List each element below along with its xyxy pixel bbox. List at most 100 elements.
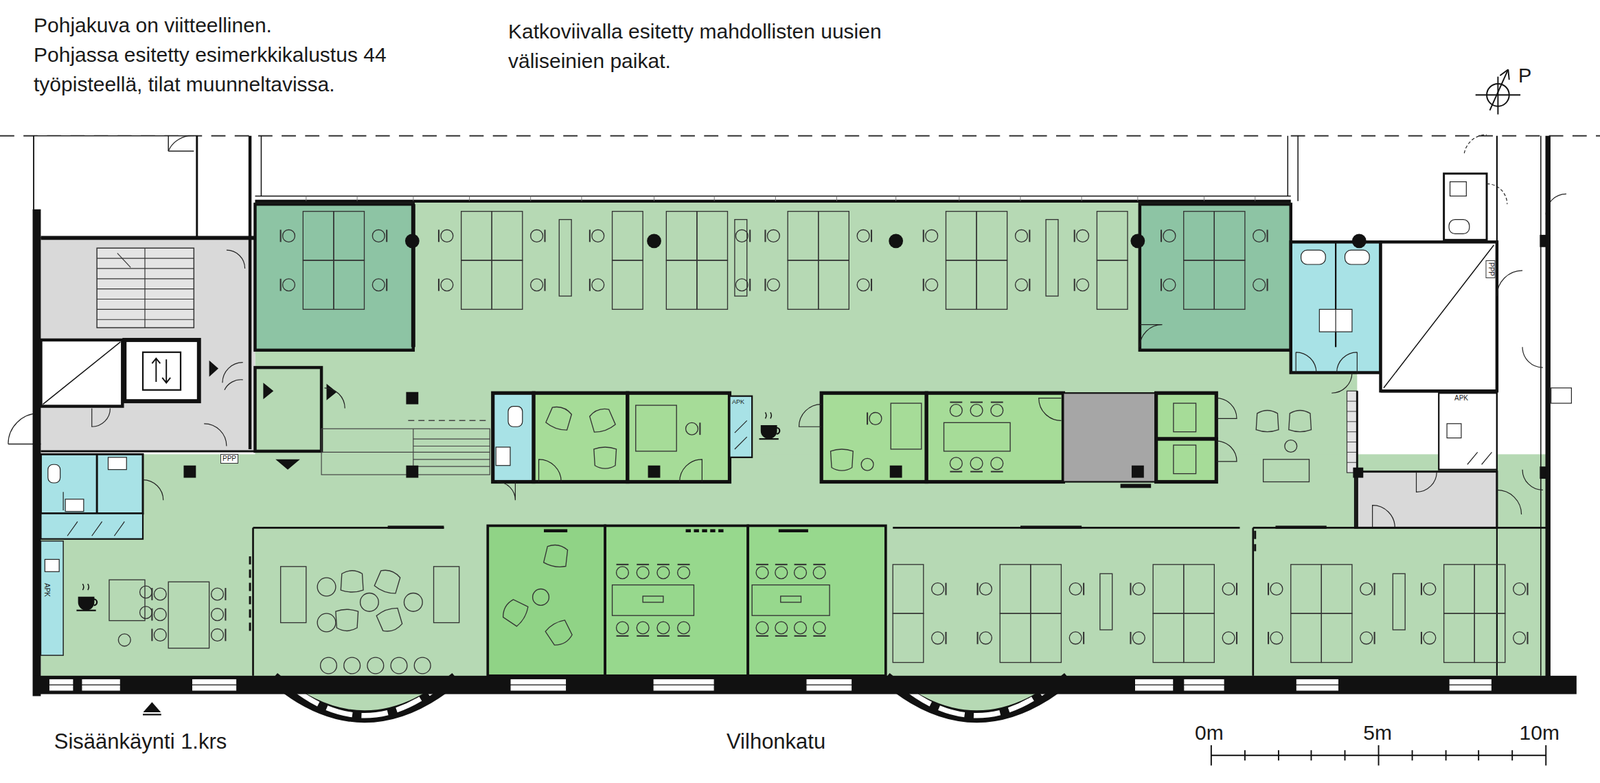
chair: [949, 457, 963, 472]
desk: [1152, 613, 1184, 662]
door-swing: [497, 324, 1353, 501]
stool: [118, 633, 131, 647]
chair: [1253, 278, 1268, 292]
meeting-room: [487, 525, 886, 676]
stool: [414, 657, 431, 674]
desk: [1474, 564, 1506, 614]
desk: [1290, 613, 1322, 662]
chair: [1421, 631, 1436, 645]
desk: [818, 260, 850, 310]
chair: [756, 564, 769, 579]
chair: [970, 457, 983, 472]
desk: [461, 211, 493, 261]
chair: [977, 631, 993, 645]
stool: [360, 592, 380, 612]
desk: [1173, 444, 1197, 474]
window-pane: [48, 678, 74, 691]
stool: [403, 592, 423, 612]
armchair: [543, 543, 570, 568]
chair: [151, 608, 167, 621]
armchair: [499, 596, 530, 627]
coffee-icon: [76, 412, 780, 610]
chair: [1015, 229, 1031, 242]
chair: [735, 278, 750, 292]
desk: [1183, 260, 1215, 310]
window-pane: [510, 678, 567, 691]
team-room: [254, 203, 1291, 350]
window-line: [48, 684, 74, 686]
scale-label: 5m: [1363, 717, 1392, 748]
desk: [168, 581, 209, 649]
desk: [612, 260, 644, 310]
chair: [657, 621, 670, 636]
column: [183, 233, 1366, 478]
window-line: [191, 684, 237, 686]
desk: [751, 585, 830, 616]
window-line: [1134, 684, 1173, 686]
north-arrow: [1475, 69, 1521, 114]
chair: [530, 229, 546, 242]
service-area: [1346, 135, 1572, 676]
window-line: [1295, 684, 1339, 686]
desk: [666, 211, 697, 261]
armchair: [544, 618, 575, 648]
entrance-marker: [142, 703, 162, 715]
window-line: [510, 684, 567, 686]
chair: [211, 628, 226, 641]
desk: [109, 579, 145, 621]
chair: [677, 621, 691, 636]
armchair: [1288, 409, 1312, 432]
desk: [780, 596, 802, 603]
desk: [1030, 564, 1062, 614]
chair: [970, 402, 983, 417]
stool: [1284, 440, 1298, 453]
desk: [1096, 260, 1128, 310]
chair: [616, 564, 630, 579]
chair: [616, 621, 630, 636]
desk: [787, 260, 819, 310]
chair: [1253, 229, 1268, 242]
stool: [344, 657, 361, 674]
desk: [491, 211, 523, 261]
chair: [1074, 278, 1090, 292]
desk: [1183, 211, 1215, 261]
chair: [1513, 631, 1528, 645]
stool: [317, 577, 336, 597]
desk: [1152, 564, 1184, 614]
chair: [151, 587, 167, 601]
desk: [1030, 613, 1062, 662]
chair: [990, 457, 1004, 472]
window: [48, 678, 1492, 691]
armchair: [335, 609, 359, 631]
window-pane: [1134, 678, 1173, 691]
window-pane: [806, 678, 853, 691]
desk: [1290, 564, 1322, 614]
desk: [635, 405, 677, 452]
desk: [642, 596, 664, 603]
desk: [999, 564, 1031, 614]
chair: [1161, 278, 1176, 292]
armchair: [340, 570, 364, 592]
window-line: [806, 684, 853, 686]
stool: [367, 657, 384, 674]
equipment-tag: PPP: [1486, 260, 1496, 279]
glass-strip: [387, 525, 1327, 529]
partition: [253, 527, 1547, 676]
chair: [1513, 583, 1528, 596]
desk: [1096, 211, 1128, 261]
desk: [1183, 613, 1215, 662]
chair: [931, 631, 947, 645]
chair: [677, 564, 691, 579]
desk: [945, 260, 977, 310]
desk: [433, 566, 460, 623]
desk: [945, 211, 977, 261]
chair: [1074, 229, 1090, 242]
desk: [333, 211, 365, 261]
chair: [1130, 583, 1145, 596]
scale-label: 10m: [1519, 717, 1560, 748]
desk: [1321, 564, 1353, 614]
stool: [320, 657, 338, 674]
window-mullion: [306, 195, 1256, 201]
